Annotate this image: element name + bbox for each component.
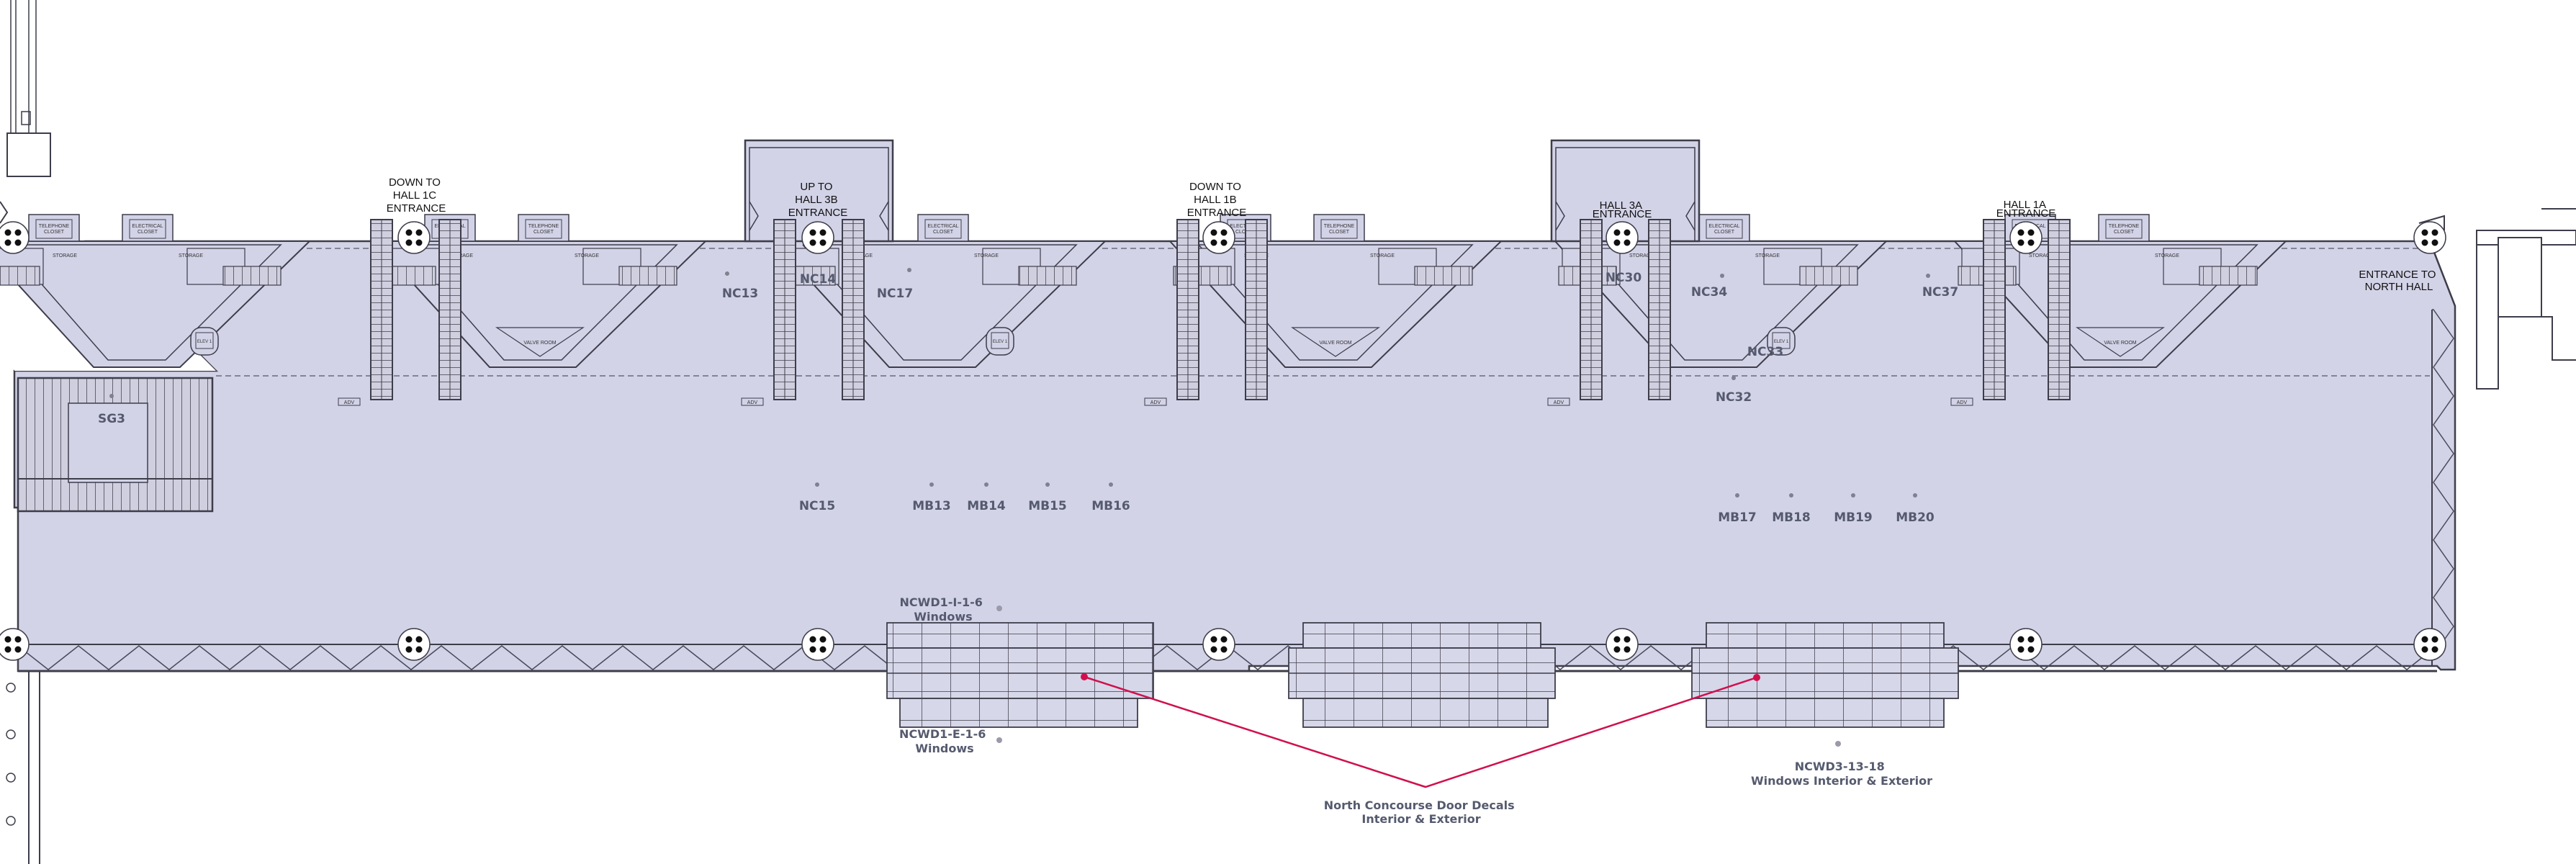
spot-label: NC14 xyxy=(800,272,837,287)
spot-labels: SG3 NC13 NC14 NC17 NC15 MB13 MB14 MB15 M… xyxy=(98,268,1958,525)
spot-label: SG3 xyxy=(98,412,125,426)
spot-label: NC13 xyxy=(722,287,758,301)
spot-label: MB13 xyxy=(912,499,951,513)
spot-label: MB19 xyxy=(1834,510,1873,525)
structural-column xyxy=(1202,628,1235,661)
escalator-pair: ADV xyxy=(1144,219,1268,406)
spot-label: MB15 xyxy=(1028,499,1067,513)
callout-ncwd1-e: NCWD1-E-1-6 Windows xyxy=(899,727,1002,755)
structural-column xyxy=(2413,221,2446,254)
callout-ncwd1-i: NCWD1-I-1-6 Windows xyxy=(900,595,1002,624)
entrance-label-hall-3a: HALL 3A ENTRANCE xyxy=(1593,199,1652,220)
entrance-label-hall-1a: HALL 1A ENTRANCE xyxy=(1996,199,2056,220)
svg-text:NCWD1-E-1-6 Windows: NCWD1-E-1-6 Windows xyxy=(899,727,990,755)
window-door-grid xyxy=(1691,622,1959,728)
left-edge-structure xyxy=(0,0,76,864)
structural-column xyxy=(1202,221,1235,254)
concourse-floor xyxy=(13,240,2456,672)
valve-room-label: VALVE ROOM xyxy=(1319,341,1351,346)
spot-label: MB17 xyxy=(1718,510,1757,525)
spot-label: NC17 xyxy=(877,287,913,301)
spot-label: MB18 xyxy=(1772,510,1811,525)
stair-tag: ADV xyxy=(1554,400,1564,405)
structural-column xyxy=(2009,628,2043,661)
structural-column xyxy=(1606,221,1639,254)
svg-text:North Concourse Door Decals: North Concourse Door Decals Interior & E… xyxy=(1324,798,1518,826)
spot-label: NC30 xyxy=(1606,271,1642,285)
elevator-label: ELEV 1 xyxy=(1774,340,1789,344)
svg-text:NCWD3-13-18 Windows Inte: NCWD3-13-18 Windows Interior & Exterior xyxy=(1751,760,1932,788)
escalator-pair: ADV xyxy=(338,219,461,406)
storage-label: STORAGE xyxy=(179,253,203,258)
escalator-pair: ADV xyxy=(1547,219,1671,406)
structural-column xyxy=(0,221,30,254)
spot-label: MB16 xyxy=(1091,499,1130,513)
window-door-grid xyxy=(1288,622,1556,728)
spot-label: NC33 xyxy=(1747,345,1783,359)
entrance-label-hall-3b: UP TO HALL 3B ENTRANCE xyxy=(788,181,848,219)
right-edge-structure xyxy=(2418,208,2576,390)
callout-ncwd3: NCWD3-13-18 Windows Interior & Exterior xyxy=(1751,741,1932,788)
structural-column xyxy=(397,628,431,661)
structural-column xyxy=(0,628,30,661)
stair-tag: ADV xyxy=(747,400,758,405)
storage-label: STORAGE xyxy=(1755,253,1780,258)
spot-label: NC37 xyxy=(1922,285,1958,300)
valve-room-label: VALVE ROOM xyxy=(2104,341,2136,346)
structural-column xyxy=(801,221,834,254)
structural-column xyxy=(1606,628,1639,661)
escalator-pair: ADV xyxy=(741,219,865,406)
storage-label: STORAGE xyxy=(53,253,77,258)
storage-label: STORAGE xyxy=(575,253,599,258)
stair-tag: ADV xyxy=(1957,400,1968,405)
structural-column xyxy=(2009,221,2043,254)
elevator-label: ELEV 1 xyxy=(197,340,212,344)
structural-column xyxy=(397,221,431,254)
valve-room-label: VALVE ROOM xyxy=(523,341,556,346)
callout-door-decals: North Concourse Door Decals Interior & E… xyxy=(1081,673,1760,826)
entrance-label-hall-1b: DOWN TO HALL 1B ENTRANCE xyxy=(1187,181,1247,219)
entrance-label-hall-1c: DOWN TO HALL 1C ENTRANCE xyxy=(387,176,446,215)
service-module: ELECTRICALCLOSETTELEPHONECLOSETSTORAGEST… xyxy=(1953,214,2288,368)
spot-label: NC34 xyxy=(1691,285,1728,300)
spot-label: MB20 xyxy=(1896,510,1935,525)
storage-label: STORAGE xyxy=(2155,253,2179,258)
window-door-grid xyxy=(886,622,1154,728)
storage-label: STORAGE xyxy=(2029,253,2053,258)
spot-label: NC32 xyxy=(1716,390,1752,405)
spot-label: NC15 xyxy=(799,499,835,513)
elevator-label: ELEV 1 xyxy=(993,340,1008,344)
spot-label: MB14 xyxy=(967,499,1006,513)
storage-label: STORAGE xyxy=(1629,253,1654,258)
stair-tag: ADV xyxy=(344,400,355,405)
svg-text:NCWD1-I-1-6 Windows: NCWD1-I-1-6 Windows xyxy=(900,595,987,624)
structural-column xyxy=(801,628,834,661)
stair-block-sg3 xyxy=(17,377,214,513)
storage-label: STORAGE xyxy=(974,253,999,258)
stair-tag: ADV xyxy=(1150,400,1161,405)
structural-column xyxy=(2413,628,2446,661)
escalator-pair: ADV xyxy=(1950,219,2071,406)
entrance-label-north-hall: ENTRANCE TO NORTH HALL xyxy=(2359,269,2438,293)
storage-label: STORAGE xyxy=(1370,253,1395,258)
